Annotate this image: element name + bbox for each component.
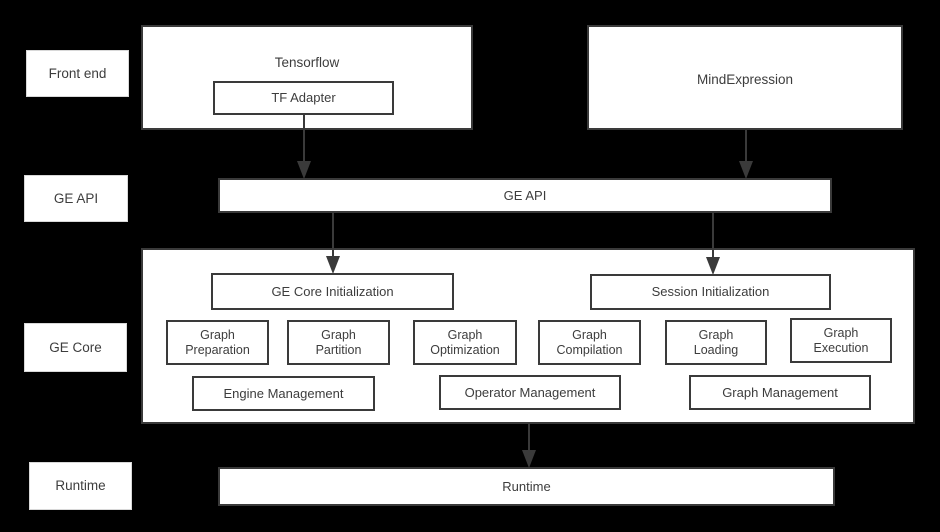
management-engine: Engine Management (192, 376, 375, 411)
tensorflow-label: Tensorflow (274, 55, 340, 70)
module-graph-partition: Graph Partition (287, 320, 390, 365)
arrow-mindexpression-to-ge-api (739, 128, 753, 179)
runtime-bar: Runtime (218, 467, 835, 506)
ge-api-bar: GE API (218, 178, 832, 213)
tf-adapter-box: TF Adapter (213, 81, 394, 115)
module-graph-preparation: Graph Preparation (166, 320, 269, 365)
layer-label-ge-core: GE Core (24, 323, 127, 372)
layer-label-front-end: Front end (26, 50, 129, 97)
mindexpression-container: MindExpression (587, 25, 903, 130)
module-graph-execution: Graph Execution (790, 318, 892, 363)
module-graph-loading: Graph Loading (665, 320, 767, 365)
arrow-ge-core-to-runtime (522, 423, 536, 468)
module-graph-optimization: Graph Optimization (413, 320, 517, 365)
layer-label-runtime: Runtime (29, 462, 132, 510)
mindexpression-label: MindExpression (696, 72, 794, 87)
layer-label-ge-api: GE API (24, 175, 128, 222)
management-graph: Graph Management (689, 375, 871, 410)
management-operator: Operator Management (439, 375, 621, 410)
arrow-ge-api-to-session-initialization (706, 211, 720, 275)
arrow-ge-api-to-ge-core-initialization (326, 211, 340, 274)
session-initialization-box: Session Initialization (590, 274, 831, 310)
module-graph-compilation: Graph Compilation (538, 320, 641, 365)
ge-core-initialization-box: GE Core Initialization (211, 273, 454, 310)
arrow-tf-adapter-to-ge-api (297, 113, 311, 179)
